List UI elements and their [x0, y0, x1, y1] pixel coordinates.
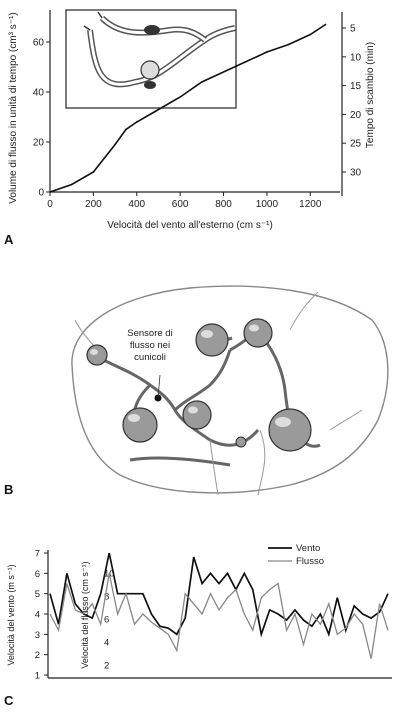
legend-label-vento: Vento	[296, 543, 320, 554]
x-axis-label: Velocità del vento all'esterno (cm s⁻¹)	[107, 220, 273, 231]
chamber-4	[122, 407, 158, 443]
x-tick-label: 1200	[299, 199, 322, 210]
sensor-pointer	[157, 374, 161, 399]
y-tick-label-flow: 8	[104, 592, 109, 603]
inset-schematic	[65, 9, 237, 109]
y-tick-label-wind: 6	[35, 569, 40, 580]
series-line-flow	[49, 23, 326, 193]
x-tick-label: 0	[47, 199, 53, 210]
series-line-vento	[49, 552, 389, 638]
sensor-label-line-1: Sensore di	[127, 328, 172, 339]
chamber-small	[235, 436, 247, 448]
y-tick-label-left: 20	[33, 138, 45, 149]
chamber-6	[268, 408, 312, 452]
y-tick-label-flow: 6	[104, 615, 109, 626]
x-tick-label: 800	[215, 199, 232, 210]
chamber-icon	[140, 60, 160, 80]
tunnels-thin	[74, 291, 363, 496]
mound-diagram: Sensore di flusso nei cunicoli	[71, 285, 389, 496]
y-tick-label-wind: 4	[35, 610, 40, 621]
x-tick-label: 600	[172, 199, 189, 210]
panel-letter-c: C	[4, 693, 14, 708]
y-tick-label-wind: 7	[35, 549, 40, 560]
mound-icon-2	[144, 81, 156, 89]
sensor-label-line-3: cunicoli	[134, 352, 166, 363]
panel-letter-a: A	[4, 232, 14, 247]
panel-letter-b: B	[4, 482, 14, 497]
y-tick-label-wind: 1	[35, 671, 40, 682]
sensor-label-line-2: flusso nei	[130, 340, 170, 351]
chamber-3	[243, 318, 273, 348]
legend-label-flusso: Flusso	[296, 556, 324, 567]
y-tick-label-wind: 5	[35, 589, 40, 600]
chambers	[86, 318, 312, 452]
x-tick-label: 200	[85, 199, 102, 210]
y-tick-label-wind: 3	[35, 630, 40, 641]
y-tick-label-right: 15	[350, 81, 362, 92]
y-tick-label-left: 60	[33, 38, 45, 49]
y-axis-label-right: Tempo di scambio (min)	[365, 42, 376, 148]
chamber-5	[182, 400, 212, 430]
y-tick-label-right: 25	[350, 139, 362, 150]
y-tick-label-flow: 2	[104, 661, 109, 672]
y-tick-label-right: 5	[350, 24, 356, 35]
mound-outline	[71, 285, 389, 494]
y-tick-label-left: 0	[38, 188, 44, 199]
y-tick-label-left: 40	[33, 88, 45, 99]
mound-icon	[144, 25, 160, 35]
y-tick-label-right: 20	[350, 110, 362, 121]
y-tick-label-right: 10	[350, 52, 362, 63]
y-axis-label-wind: Velocità del vento (m s⁻¹)	[6, 564, 16, 665]
chamber-2	[195, 323, 229, 357]
series-line-flusso	[49, 573, 389, 659]
y-tick-label-right: 30	[350, 168, 362, 179]
y-axis-label-flow: Velocità del flusso (cm s⁻¹)	[80, 561, 90, 668]
inset-frame	[65, 9, 237, 109]
panel-b: Sensore di flusso nei cunicoli B	[0, 270, 400, 515]
chamber-1	[86, 344, 108, 366]
y-axis-label-left: Volume di flusso in unità di tempo (cm³ …	[8, 12, 19, 203]
y-tick-label-flow: 4	[104, 638, 109, 649]
x-tick-label: 1000	[256, 199, 279, 210]
x-tick-label: 400	[128, 199, 145, 210]
y-tick-label-wind: 2	[35, 650, 40, 661]
legend: Vento Flusso	[268, 543, 324, 567]
